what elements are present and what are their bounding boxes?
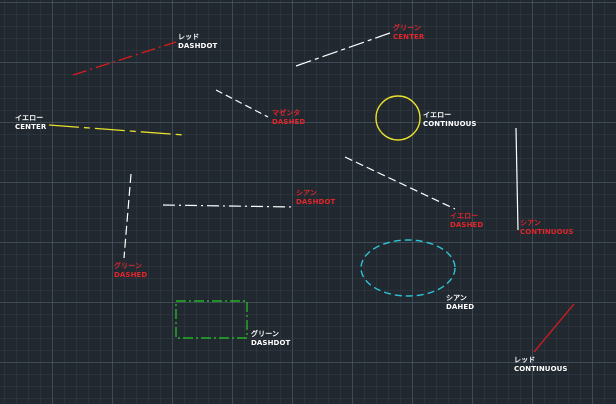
label-yellow-dashed: イエロー DASHED — [450, 212, 483, 230]
label-line2: DASHDOT — [296, 198, 336, 206]
label-line2: DASHDOT — [251, 339, 291, 347]
label-line2: CENTER — [393, 33, 425, 41]
red-continuous-line[interactable] — [533, 303, 575, 353]
label-line1: イエロー — [423, 111, 452, 119]
label-line2: DAHED — [446, 303, 475, 311]
label-line2: CONTINUOUS — [423, 120, 477, 128]
label-green-dashdot: グリーン DASHDOT — [251, 330, 290, 348]
label-line1: イエロー — [15, 114, 44, 122]
white-dashed-line-magenta[interactable] — [215, 89, 269, 118]
white-center-line[interactable] — [295, 32, 391, 67]
label-line1: シアン — [446, 294, 468, 302]
label-line1: レッド — [178, 33, 200, 41]
label-line2: DASHDOT — [178, 42, 218, 50]
cyan-dashed-ellipse[interactable] — [360, 239, 456, 297]
label-line1: シアン — [520, 219, 542, 227]
label-line1: グリーン — [251, 330, 280, 338]
label-line1: グリーン — [393, 24, 422, 32]
label-line1: レッド — [514, 356, 536, 364]
white-dashed-vertical[interactable] — [123, 173, 132, 259]
label-cyan-dahed: シアン DAHED — [446, 294, 474, 312]
label-cyan-continuous: シアン CONTINUOUS — [520, 219, 574, 237]
green-dashdot-rectangle[interactable] — [175, 300, 248, 339]
white-dashdot-horizontal[interactable] — [162, 204, 295, 208]
white-dashed-line-long[interactable] — [344, 156, 456, 210]
label-yellow-center: イエロー CENTER — [15, 114, 46, 132]
yellow-continuous-circle[interactable] — [375, 95, 421, 141]
label-line1: イエロー — [450, 212, 479, 220]
label-yellow-continuous: イエロー CONTINUOUS — [423, 111, 477, 129]
label-line2: DASHED — [114, 271, 148, 279]
label-line1: シアン — [296, 189, 318, 197]
white-continuous-vertical[interactable] — [515, 127, 519, 231]
label-line2: DASHED — [450, 221, 484, 229]
yellow-center-line[interactable] — [48, 124, 185, 136]
label-magenta-dashed: マゼンタ DASHED — [272, 109, 305, 127]
red-dashdot-line[interactable] — [72, 41, 177, 76]
label-green-center: グリーン CENTER — [393, 24, 424, 42]
label-line2: DASHED — [272, 118, 306, 126]
label-line2: CONTINUOUS — [520, 228, 574, 236]
label-red-dashdot: レッド DASHDOT — [178, 33, 217, 51]
label-red-continuous: レッド CONTINUOUS — [514, 356, 568, 374]
label-line2: CENTER — [15, 123, 47, 131]
label-line2: CONTINUOUS — [514, 365, 568, 373]
label-line1: グリーン — [114, 262, 143, 270]
label-green-dashed: グリーン DASHED — [114, 262, 147, 280]
label-line1: マゼンタ — [272, 109, 301, 117]
label-cyan-dashdot: シアン DASHDOT — [296, 189, 335, 207]
